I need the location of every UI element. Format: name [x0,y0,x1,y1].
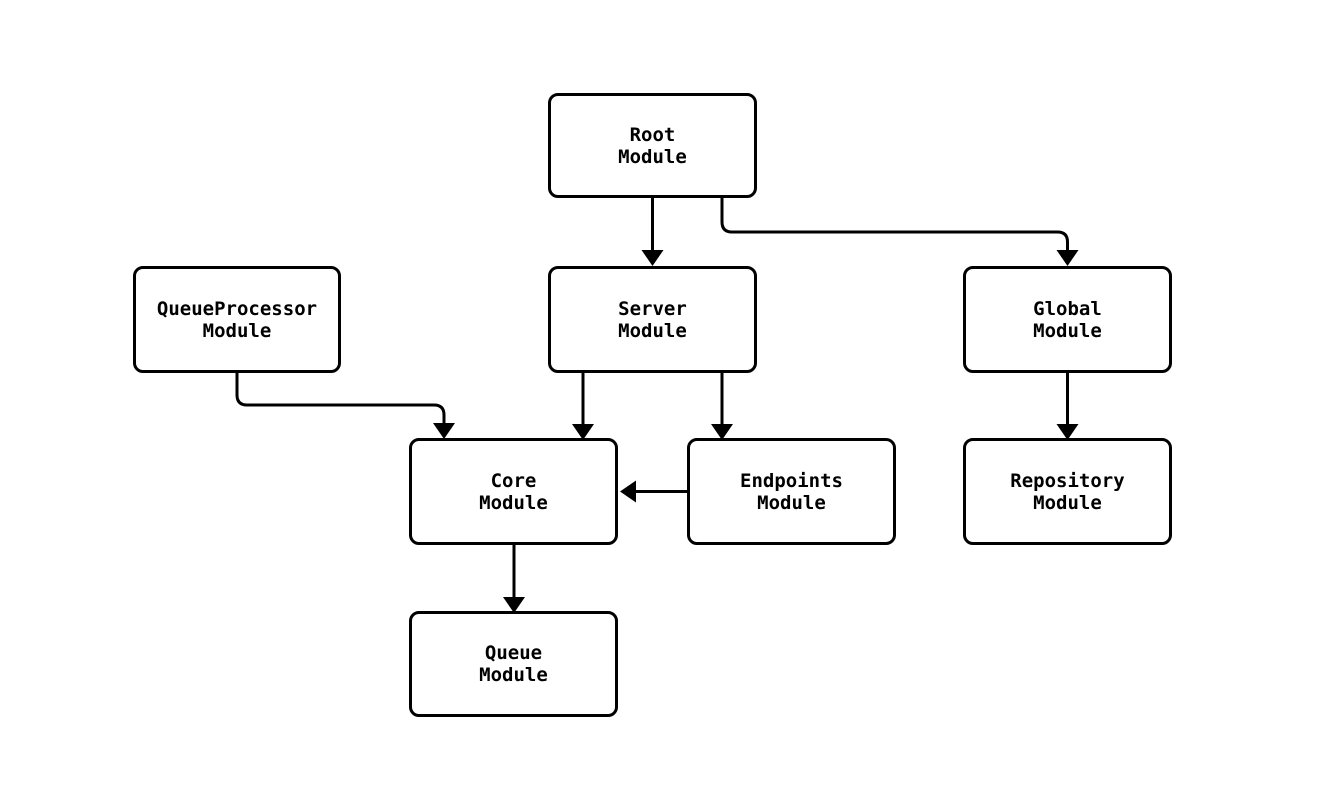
node-queueprocessor-module: QueueProcessor Module [133,266,341,373]
node-endpoints-module: Endpoints Module [687,438,896,545]
edge-root-server [641,198,664,266]
node-core-module: Core Module [409,438,618,545]
edge-server-core [572,373,594,440]
node-queue-module: Queue Module [409,611,618,717]
edge-queueprocessor-core [235,373,455,439]
edge-server-endpoints [711,373,733,440]
edge-endpoints-core [620,480,688,503]
edge-global-repository [1056,373,1079,440]
node-repository-module: Repository Module [963,438,1172,545]
edge-core-queue [503,545,525,613]
edge-root-global [720,198,1079,266]
node-server-module: Server Module [548,266,757,373]
node-global-module: Global Module [963,266,1172,373]
node-root-module: Root Module [548,93,757,198]
